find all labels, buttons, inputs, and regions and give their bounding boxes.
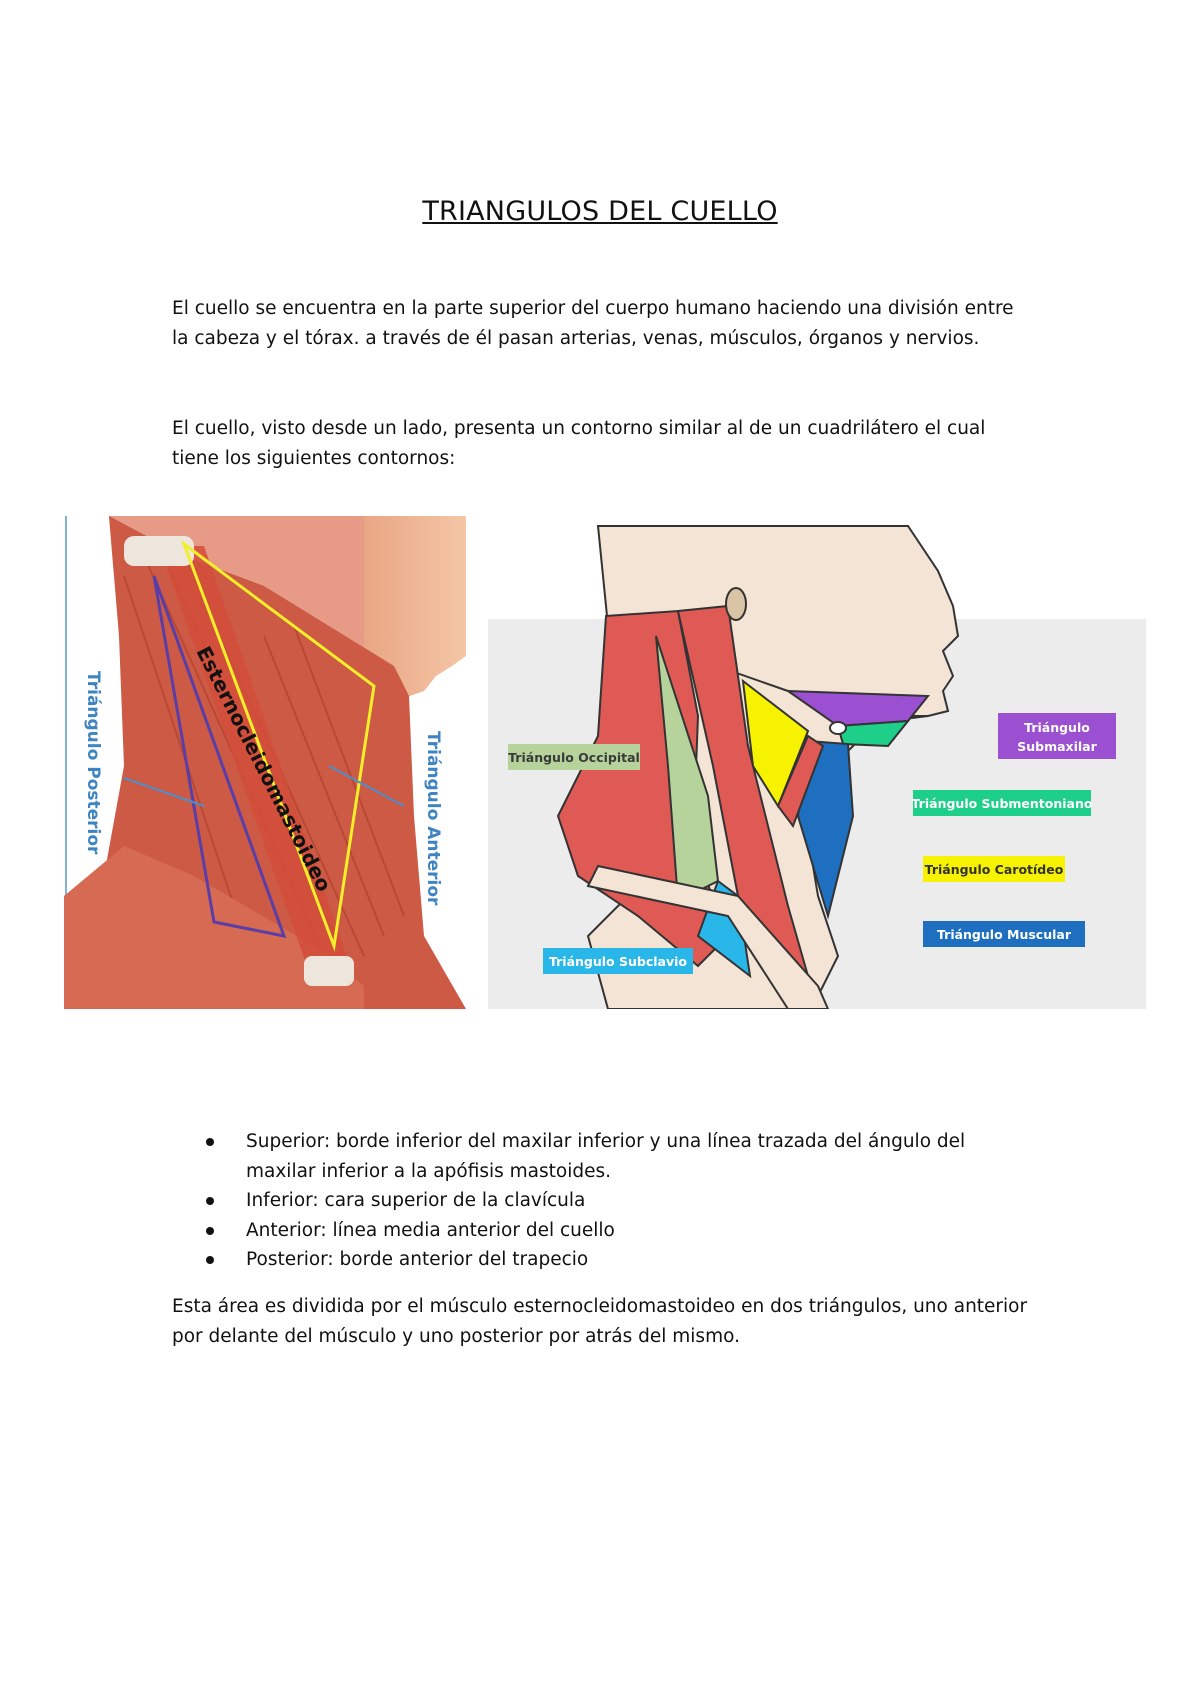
list-item: Superior: borde inferior del maxilar inf… [172,1127,1032,1186]
svg-text:Triángulo Submentoniano: Triángulo Submentoniano [912,796,1093,811]
label-carotideo: Triángulo Carotídeo [923,856,1065,882]
list-item: Posterior: borde anterior del trapecio [172,1245,1032,1275]
submental-triangle [836,719,911,748]
bullet-icon [206,1256,214,1264]
shoulder-shape [64,846,364,1009]
anterior-triangle-label: Triángulo Anterior [423,731,443,906]
label-occipital: Triángulo Occipital [508,744,640,770]
label-muscular: Triángulo Muscular [923,921,1085,947]
svg-text:Triángulo Muscular: Triángulo Muscular [937,927,1072,942]
list-item: Anterior: línea media anterior del cuell… [172,1216,1032,1246]
division-paragraph: Esta área es dividida por el músculo est… [172,1296,1028,1347]
list-item: Inferior: cara superior de la clavícula [172,1186,1032,1216]
label-submaxilar: Triángulo Submaxilar [998,713,1116,759]
neck-muscles-illustration: Esternocleidomastoideo Triángulo Posteri… [64,516,466,1009]
omohyoid-muscle [776,734,825,829]
svg-text:Submaxilar: Submaxilar [1017,739,1097,754]
contour-paragraph: El cuello, visto desde un lado, presenta… [172,418,986,469]
page-title: TRIANGULOS DEL CUELLO [422,196,778,227]
label-submentoniano: Triángulo Submentoniano [912,790,1093,816]
posterior-triangle-label: Triángulo Posterior [83,671,103,855]
contour-list: Superior: borde inferior del maxilar inf… [172,1127,1032,1275]
svg-text:Triángulo: Triángulo [1024,720,1090,735]
bullet-icon [206,1226,214,1235]
hyoid-bone [829,721,847,735]
posterior-triangle-outline [152,575,287,938]
anterior-triangle-outline [180,539,376,952]
neck-triangles-diagram: Triángulo Occipital Triángulo Submaxilar… [488,516,1146,1010]
svg-text:Triángulo Carotídeo: Triángulo Carotídeo [925,862,1064,877]
svg-text:Triángulo Subclavio: Triángulo Subclavio [549,954,687,969]
sternocleidomastoid-muscle [159,546,354,986]
face-shape [364,516,466,698]
svg-text:Triángulo Occipital: Triángulo Occipital [508,750,640,765]
intro-paragraph: El cuello se encuentra en la parte super… [172,298,1014,349]
bullet-icon [206,1138,214,1146]
bullet-icon [206,1197,214,1205]
ear-shape [725,587,747,621]
label-subclavio: Triángulo Subclavio [543,948,693,974]
